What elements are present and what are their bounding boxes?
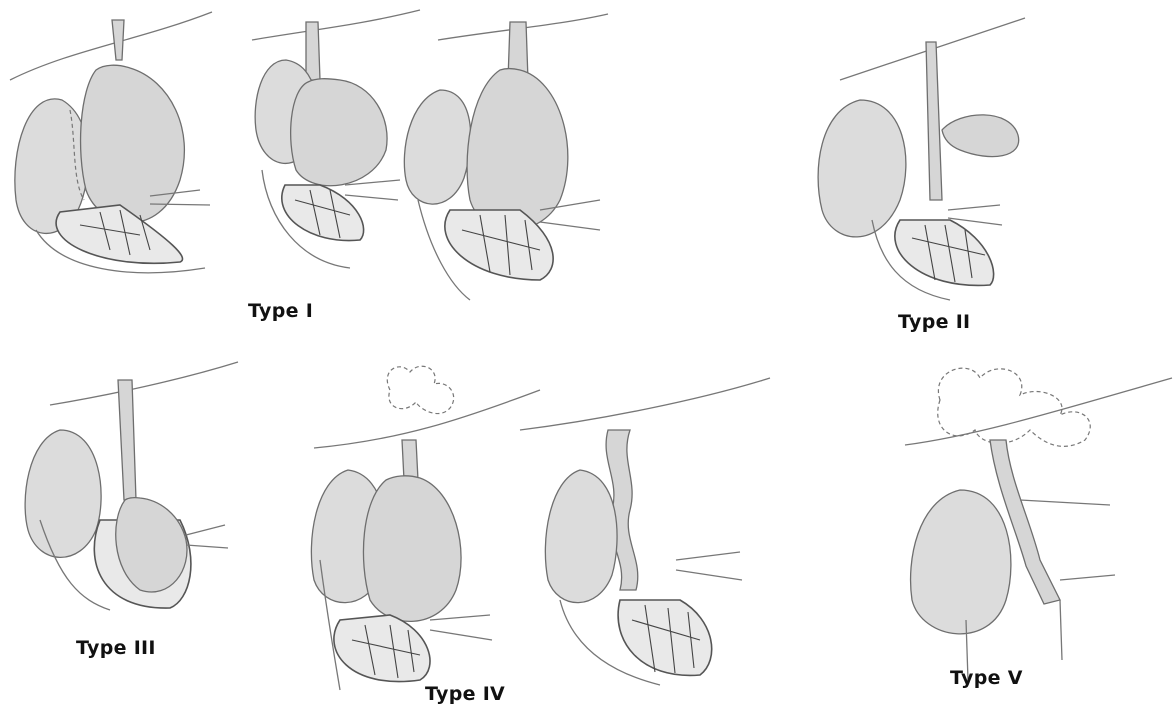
type-4-panel-b <box>520 378 770 685</box>
type-3-label: Type III <box>76 637 156 659</box>
type-5-label: Type V <box>950 667 1023 689</box>
type-2-label: Type II <box>898 311 970 333</box>
type-1-illustration <box>10 10 608 300</box>
type-3-illustration <box>25 362 238 610</box>
type-4-illustration <box>311 366 770 690</box>
type-4-panel-a <box>311 366 540 690</box>
type-1-panel-a <box>10 12 212 273</box>
type-2-illustration <box>818 18 1025 300</box>
type-5-illustration <box>905 368 1172 680</box>
type-4-label: Type IV <box>425 683 505 705</box>
type-1-panel-b <box>252 10 420 268</box>
type-1-label: Type I <box>248 300 313 322</box>
type-1-panel-c <box>404 14 608 300</box>
